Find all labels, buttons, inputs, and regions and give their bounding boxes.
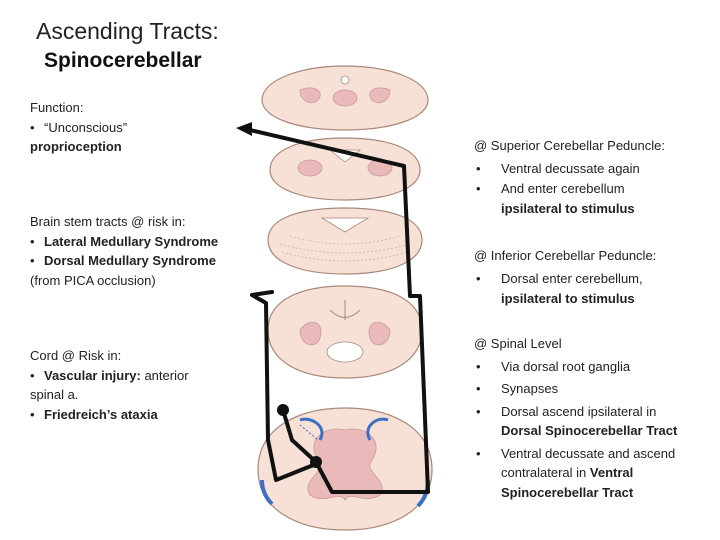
synapse-dot: [310, 456, 322, 468]
cord-block: Cord @ Risk in: •Vascular injury: anteri…: [30, 346, 220, 424]
spinal-item-1: •Via dorsal root ganglia: [476, 358, 631, 374]
dorsal-spinocerebellar-path: [250, 293, 318, 482]
midbrain-section: [261, 65, 429, 131]
spinal-heading: @ Spinal Level: [474, 336, 562, 351]
spinal-level-block: @ Spinal Level •Via dorsal root ganglia …: [474, 334, 714, 502]
function-heading: Function:: [30, 100, 84, 115]
pathway-lines: [248, 128, 430, 494]
function-item-quoted: “Unconscious”: [44, 119, 128, 135]
slide-title: Ascending Tracts: Spinocerebellar: [36, 16, 256, 76]
inferior-peduncle-block: @ Inferior Cerebellar Peduncle: •Dorsal …: [474, 246, 714, 309]
lower-pons-section: [267, 207, 423, 275]
cord-item-1: •Vascular injury: anterior spinal a.: [30, 367, 189, 403]
function-item: • “Unconscious”: [30, 118, 220, 138]
title-line-2: Spinocerebellar: [44, 49, 202, 72]
spinal-item-4: •Ventral decussate and ascend contralate…: [476, 445, 676, 500]
medulla-section: [267, 285, 423, 379]
function-item-rest: proprioception: [30, 139, 122, 154]
superior-heading: @ Superior Cerebellar Peduncle:: [474, 138, 665, 153]
title-line-1: Ascending Tracts:: [36, 18, 219, 44]
brainstem-heading: Brain stem tracts @ risk in:: [30, 214, 186, 229]
brainstem-item-2: •Dorsal Medullary Syndrome (from PICA oc…: [30, 253, 216, 288]
function-block: Function: • “Unconscious” proprioception: [30, 98, 220, 157]
arrow-head-icon: [236, 122, 252, 136]
superior-peduncle-block: @ Superior Cerebellar Peduncle: •Ventral…: [474, 136, 714, 219]
inferior-item: •Dorsal enter cerebellum,ipsilateral to …: [476, 271, 643, 306]
spinal-cord-section: [257, 407, 433, 531]
cord-item-2: •Friedreich’s ataxia: [30, 406, 158, 422]
spinal-item-2: •Synapses: [476, 381, 559, 396]
cord-heading: Cord @ Risk in:: [30, 348, 122, 363]
superior-item-1: •Ventral decussate again: [476, 161, 640, 176]
brainstem-item-1: •Lateral Medullary Syndrome: [30, 233, 219, 249]
dorsal-root-ganglion-dot: [277, 404, 289, 416]
brainstem-block: Brain stem tracts @ risk in: •Lateral Me…: [30, 212, 220, 290]
inferior-peduncle-branch: [250, 290, 274, 297]
upper-pons-section: [269, 137, 421, 201]
bullet: •: [30, 119, 35, 135]
inferior-heading: @ Inferior Cerebellar Peduncle:: [474, 248, 657, 263]
ventral-spinocerebellar-path: [248, 128, 430, 494]
